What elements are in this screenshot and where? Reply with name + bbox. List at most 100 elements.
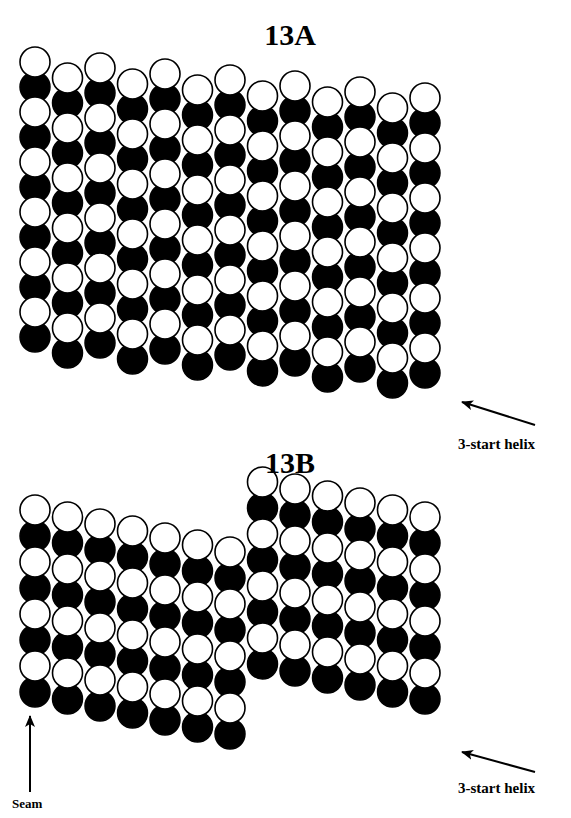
white-subunit [118, 119, 148, 149]
white-subunit [378, 93, 408, 123]
helix-arrow [462, 752, 535, 772]
white-subunit [150, 627, 180, 657]
white-subunit [20, 297, 50, 327]
white-subunit [150, 209, 180, 239]
white-subunit [345, 227, 375, 257]
white-subunit [150, 309, 180, 339]
white-subunit [410, 658, 440, 688]
white-subunit [378, 599, 408, 629]
white-subunit [20, 547, 50, 577]
white-subunit [20, 47, 50, 77]
white-subunit [53, 213, 83, 243]
panel-label: 13A [264, 18, 316, 51]
white-subunit [410, 183, 440, 213]
white-subunit [53, 606, 83, 636]
white-subunit [183, 275, 213, 305]
white-subunit [410, 283, 440, 313]
white-subunit [20, 197, 50, 227]
white-subunit [378, 547, 408, 577]
white-subunit [410, 606, 440, 636]
white-subunit [20, 495, 50, 525]
white-subunit [183, 634, 213, 664]
white-subunit [150, 259, 180, 289]
white-subunit [118, 568, 148, 598]
helix-label: 3-start helix [458, 436, 535, 453]
white-subunit [215, 315, 245, 345]
white-subunit [85, 613, 115, 643]
white-subunit [345, 644, 375, 674]
white-subunit [183, 530, 213, 560]
white-subunit [345, 540, 375, 570]
white-subunit [85, 153, 115, 183]
white-subunit [313, 137, 343, 167]
white-subunit [215, 537, 245, 567]
white-subunit [183, 125, 213, 155]
white-subunit [85, 253, 115, 283]
white-subunit [248, 623, 278, 653]
panel-label: 13B [265, 446, 315, 479]
seam-label: Seam [12, 797, 42, 811]
white-subunit [248, 131, 278, 161]
white-subunit [20, 599, 50, 629]
white-subunit [280, 221, 310, 251]
white-subunit [150, 59, 180, 89]
white-subunit [248, 331, 278, 361]
white-subunit [183, 325, 213, 355]
white-subunit [345, 592, 375, 622]
white-subunit [118, 672, 148, 702]
white-subunit [85, 561, 115, 591]
white-subunit [313, 585, 343, 615]
lattice-b [20, 467, 440, 749]
white-subunit [85, 509, 115, 539]
white-subunit [215, 641, 245, 671]
white-subunit [118, 219, 148, 249]
white-subunit [378, 343, 408, 373]
white-subunit [410, 554, 440, 584]
white-subunit [150, 575, 180, 605]
white-subunit [53, 63, 83, 93]
white-subunit [280, 578, 310, 608]
white-subunit [248, 281, 278, 311]
white-subunit [280, 526, 310, 556]
white-subunit [118, 319, 148, 349]
white-subunit [378, 651, 408, 681]
white-subunit [20, 97, 50, 127]
white-subunit [280, 171, 310, 201]
white-subunit [280, 630, 310, 660]
white-subunit [345, 127, 375, 157]
white-subunit [20, 147, 50, 177]
white-subunit [345, 327, 375, 357]
white-subunit [53, 502, 83, 532]
white-subunit [183, 225, 213, 255]
white-subunit [215, 693, 245, 723]
white-subunit [313, 481, 343, 511]
white-subunit [150, 109, 180, 139]
white-subunit [118, 269, 148, 299]
white-subunit [410, 502, 440, 532]
white-subunit [85, 303, 115, 333]
white-subunit [215, 265, 245, 295]
white-subunit [345, 488, 375, 518]
white-subunit [410, 233, 440, 263]
white-subunit [215, 115, 245, 145]
white-subunit [313, 87, 343, 117]
white-subunit [215, 215, 245, 245]
white-subunit [313, 533, 343, 563]
white-subunit [248, 571, 278, 601]
white-subunit [313, 237, 343, 267]
white-subunit [280, 271, 310, 301]
white-subunit [53, 313, 83, 343]
white-subunit [150, 159, 180, 189]
white-subunit [85, 203, 115, 233]
white-subunit [313, 337, 343, 367]
white-subunit [53, 554, 83, 584]
white-subunit [378, 193, 408, 223]
white-subunit [20, 247, 50, 277]
white-subunit [345, 177, 375, 207]
white-subunit [215, 65, 245, 95]
helix-arrow [462, 402, 535, 425]
white-subunit [183, 686, 213, 716]
white-subunit [150, 679, 180, 709]
white-subunit [215, 165, 245, 195]
